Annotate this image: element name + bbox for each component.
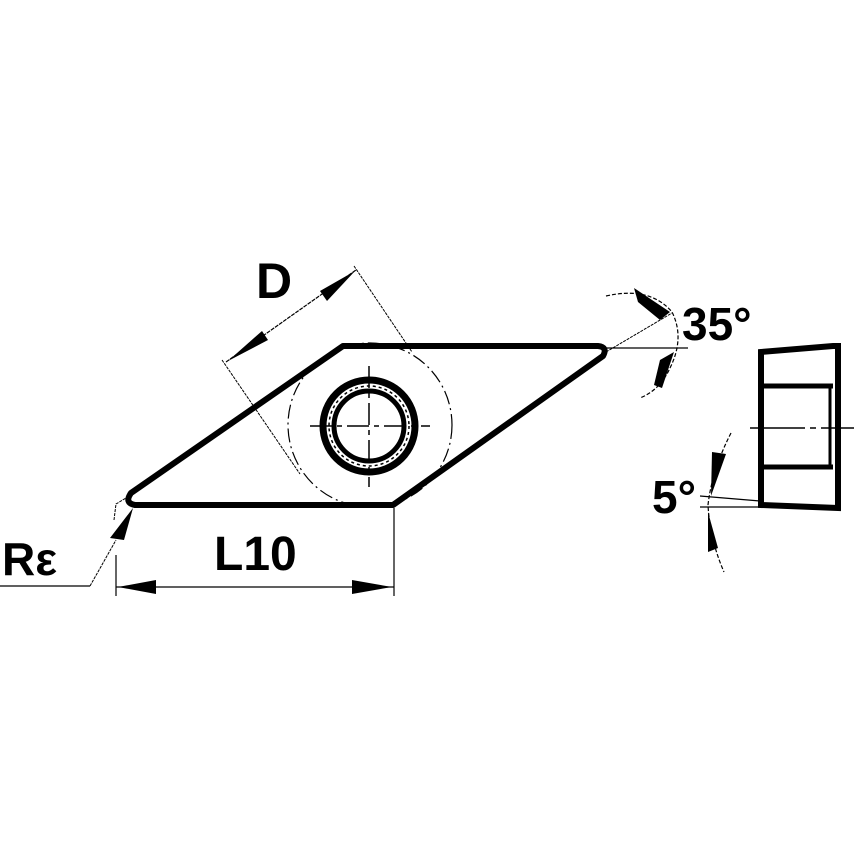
arrow-35-upper (634, 288, 670, 320)
dimension-l10: L10 (115, 508, 395, 596)
arrow-radius (110, 508, 133, 540)
arrow-35-lower (654, 352, 674, 388)
insert-outline (125, 343, 608, 508)
inscribed-circle (287, 342, 453, 508)
side-outline (758, 343, 841, 512)
label-d: D (256, 253, 292, 309)
arrow-5-lower (708, 512, 718, 552)
insert-side-view (750, 343, 854, 512)
dimension-35-deg: 35° (600, 288, 752, 399)
dimension-d: D (221, 253, 413, 475)
label-5-deg: 5° (652, 471, 696, 523)
insert-top-view (125, 342, 608, 508)
arrow-5-upper (711, 452, 726, 496)
arrow-l10-left (118, 580, 156, 594)
label-l10: L10 (214, 528, 297, 581)
label-35-deg: 35° (682, 298, 752, 350)
arrow-d-left (228, 331, 268, 361)
arrow-l10-right (352, 580, 392, 594)
arrow-d-right (320, 271, 355, 301)
label-corner-radius: Rε (2, 533, 57, 585)
dimension-corner-radius: Rε (0, 497, 133, 587)
dimension-5-deg: 5° (652, 432, 770, 573)
